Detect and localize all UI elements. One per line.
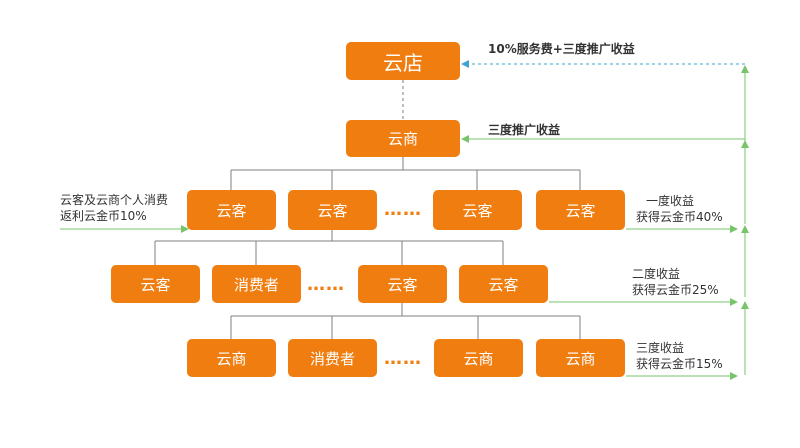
first-degree-line-2: 获得云金币40% [636, 210, 723, 224]
second-degree-line-2: 获得云金币25% [632, 283, 719, 297]
personal-rebate-line-2: 返利云金币10% [60, 209, 147, 223]
level4-node-3: 云商 [434, 339, 523, 377]
tree-lines [154, 80, 581, 339]
third-degree-line-2: 获得云金币15% [636, 357, 723, 371]
level4-node-2: 消费者 [288, 339, 377, 377]
third-degree-note: 三度收益 获得云金币15% [636, 340, 723, 372]
level4-ellipsis: …… [384, 348, 422, 369]
level2-node-2: 云客 [288, 190, 377, 230]
promotion-revenue-note: 三度推广收益 [488, 123, 561, 137]
level3-ellipsis: …… [307, 274, 345, 295]
level3-node-1: 云客 [111, 265, 200, 303]
level4-node-1: 云商 [187, 339, 276, 377]
level2-node-3: 云客 [433, 190, 522, 230]
personal-rebate-line-1: 云客及云商个人消费 [60, 193, 169, 207]
node-cloud-store: 云店 [346, 42, 460, 80]
first-degree-note: 一度收益 获得云金币40% [636, 193, 723, 225]
level3-node-3: 云客 [358, 265, 447, 303]
level4-node-4: 云商 [536, 339, 625, 377]
level3-node-4: 云客 [459, 265, 548, 303]
level3-node-2: 消费者 [212, 265, 301, 303]
second-degree-note: 二度收益 获得云金币25% [632, 266, 719, 298]
first-degree-line-1: 一度收益 [646, 194, 695, 208]
level2-node-4: 云客 [536, 190, 625, 230]
third-degree-line-1: 三度收益 [636, 341, 685, 355]
revenue-arrows [60, 65, 749, 380]
level2-ellipsis: …… [384, 199, 422, 220]
node-cloud-merchant: 云商 [346, 120, 460, 157]
level2-node-1: 云客 [187, 190, 276, 230]
service-fee-note: 10%服务费+三度推广收益 [488, 42, 635, 56]
personal-rebate-note: 云客及云商个人消费 返利云金币10% [60, 192, 168, 224]
second-degree-line-1: 二度收益 [632, 267, 681, 281]
